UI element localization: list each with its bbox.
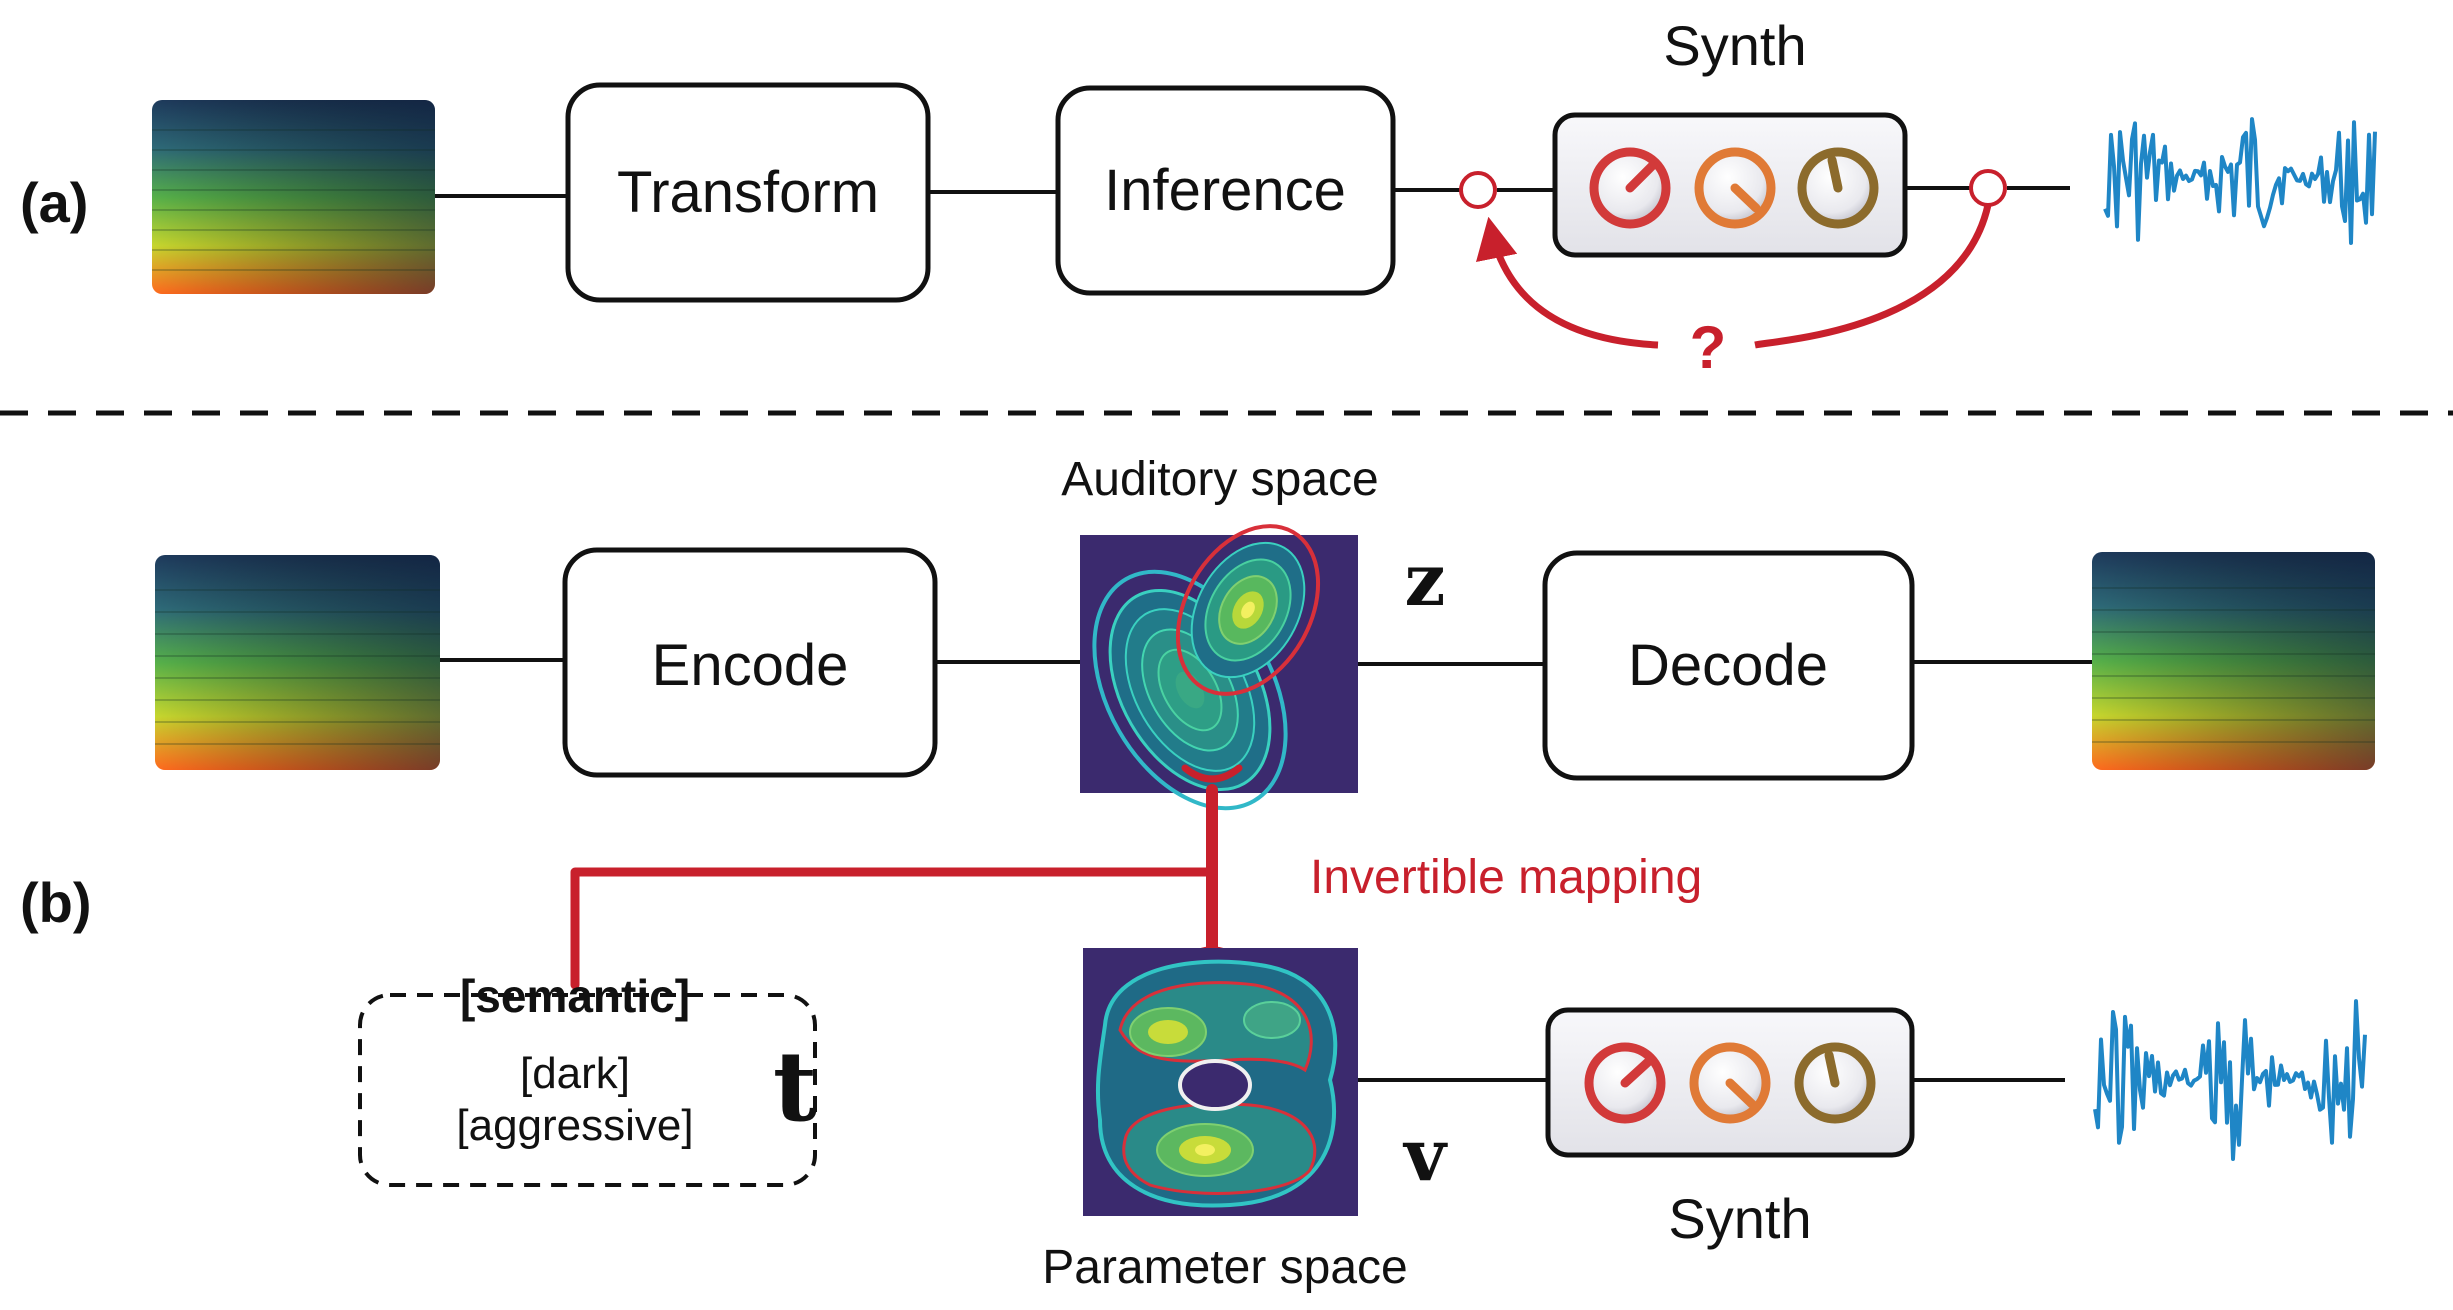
decode-label: Decode [1628,633,1828,698]
question-mark: ? [1690,314,1727,381]
synth-knob-icon [1794,1042,1876,1124]
synth-knob-icon [1694,147,1776,229]
inference-block: Inference [1055,85,1396,296]
encode-block: Encode [562,547,938,778]
auditory-space-label: Auditory space [1061,453,1379,506]
synth-module [1552,112,1908,258]
encode-label: Encode [652,633,849,698]
spectrogram-image [155,555,440,770]
panel-b: (b) Encode Auditory space [20,453,2375,1294]
synth-title: Synth [1668,1187,1811,1250]
latent-density-plot [1083,948,1358,1216]
semantic-tag: [aggressive] [456,1101,693,1150]
synth-knob-icon [1689,1042,1771,1124]
panel-b-label: (b) [20,871,92,934]
panel-a: (a) Transform Inference [20,14,2377,381]
invertible-mapping-label: Invertible mapping [1310,851,1702,904]
spectrogram-image [152,100,435,294]
t-symbol: t [773,1030,817,1143]
inference-label: Inference [1104,158,1346,223]
synth-knob-icon [1797,147,1879,229]
transform-block: Transform [565,82,931,303]
connection-node [1969,169,2007,207]
semantic-title: [semantic] [460,970,690,1022]
synth-title: Synth [1663,14,1806,77]
parameter-space-label: Parameter space [1042,1241,1408,1294]
feedback-arrow [1476,216,1659,349]
panel-a-label: (a) [20,171,88,234]
spectrogram-image [2092,552,2375,770]
semantic-tag: [dark] [520,1049,630,1098]
synth-module [1545,1007,1915,1158]
transform-label: Transform [617,160,879,225]
v-symbol: v [1402,1112,1448,1197]
latent-density-plot [1080,524,1358,811]
waveform-icon [2103,117,2377,245]
semantic-tags-box: [semantic] [dark] [aggressive] [358,970,817,1187]
waveform-icon [2093,999,2367,1161]
z-symbol: z [1405,537,1446,622]
synth-knob-icon [1584,1042,1666,1124]
connection-node [1459,171,1497,209]
decode-block: Decode [1542,550,1915,781]
feedback-arrow [1754,204,1992,349]
synth-knob-icon [1589,147,1671,229]
